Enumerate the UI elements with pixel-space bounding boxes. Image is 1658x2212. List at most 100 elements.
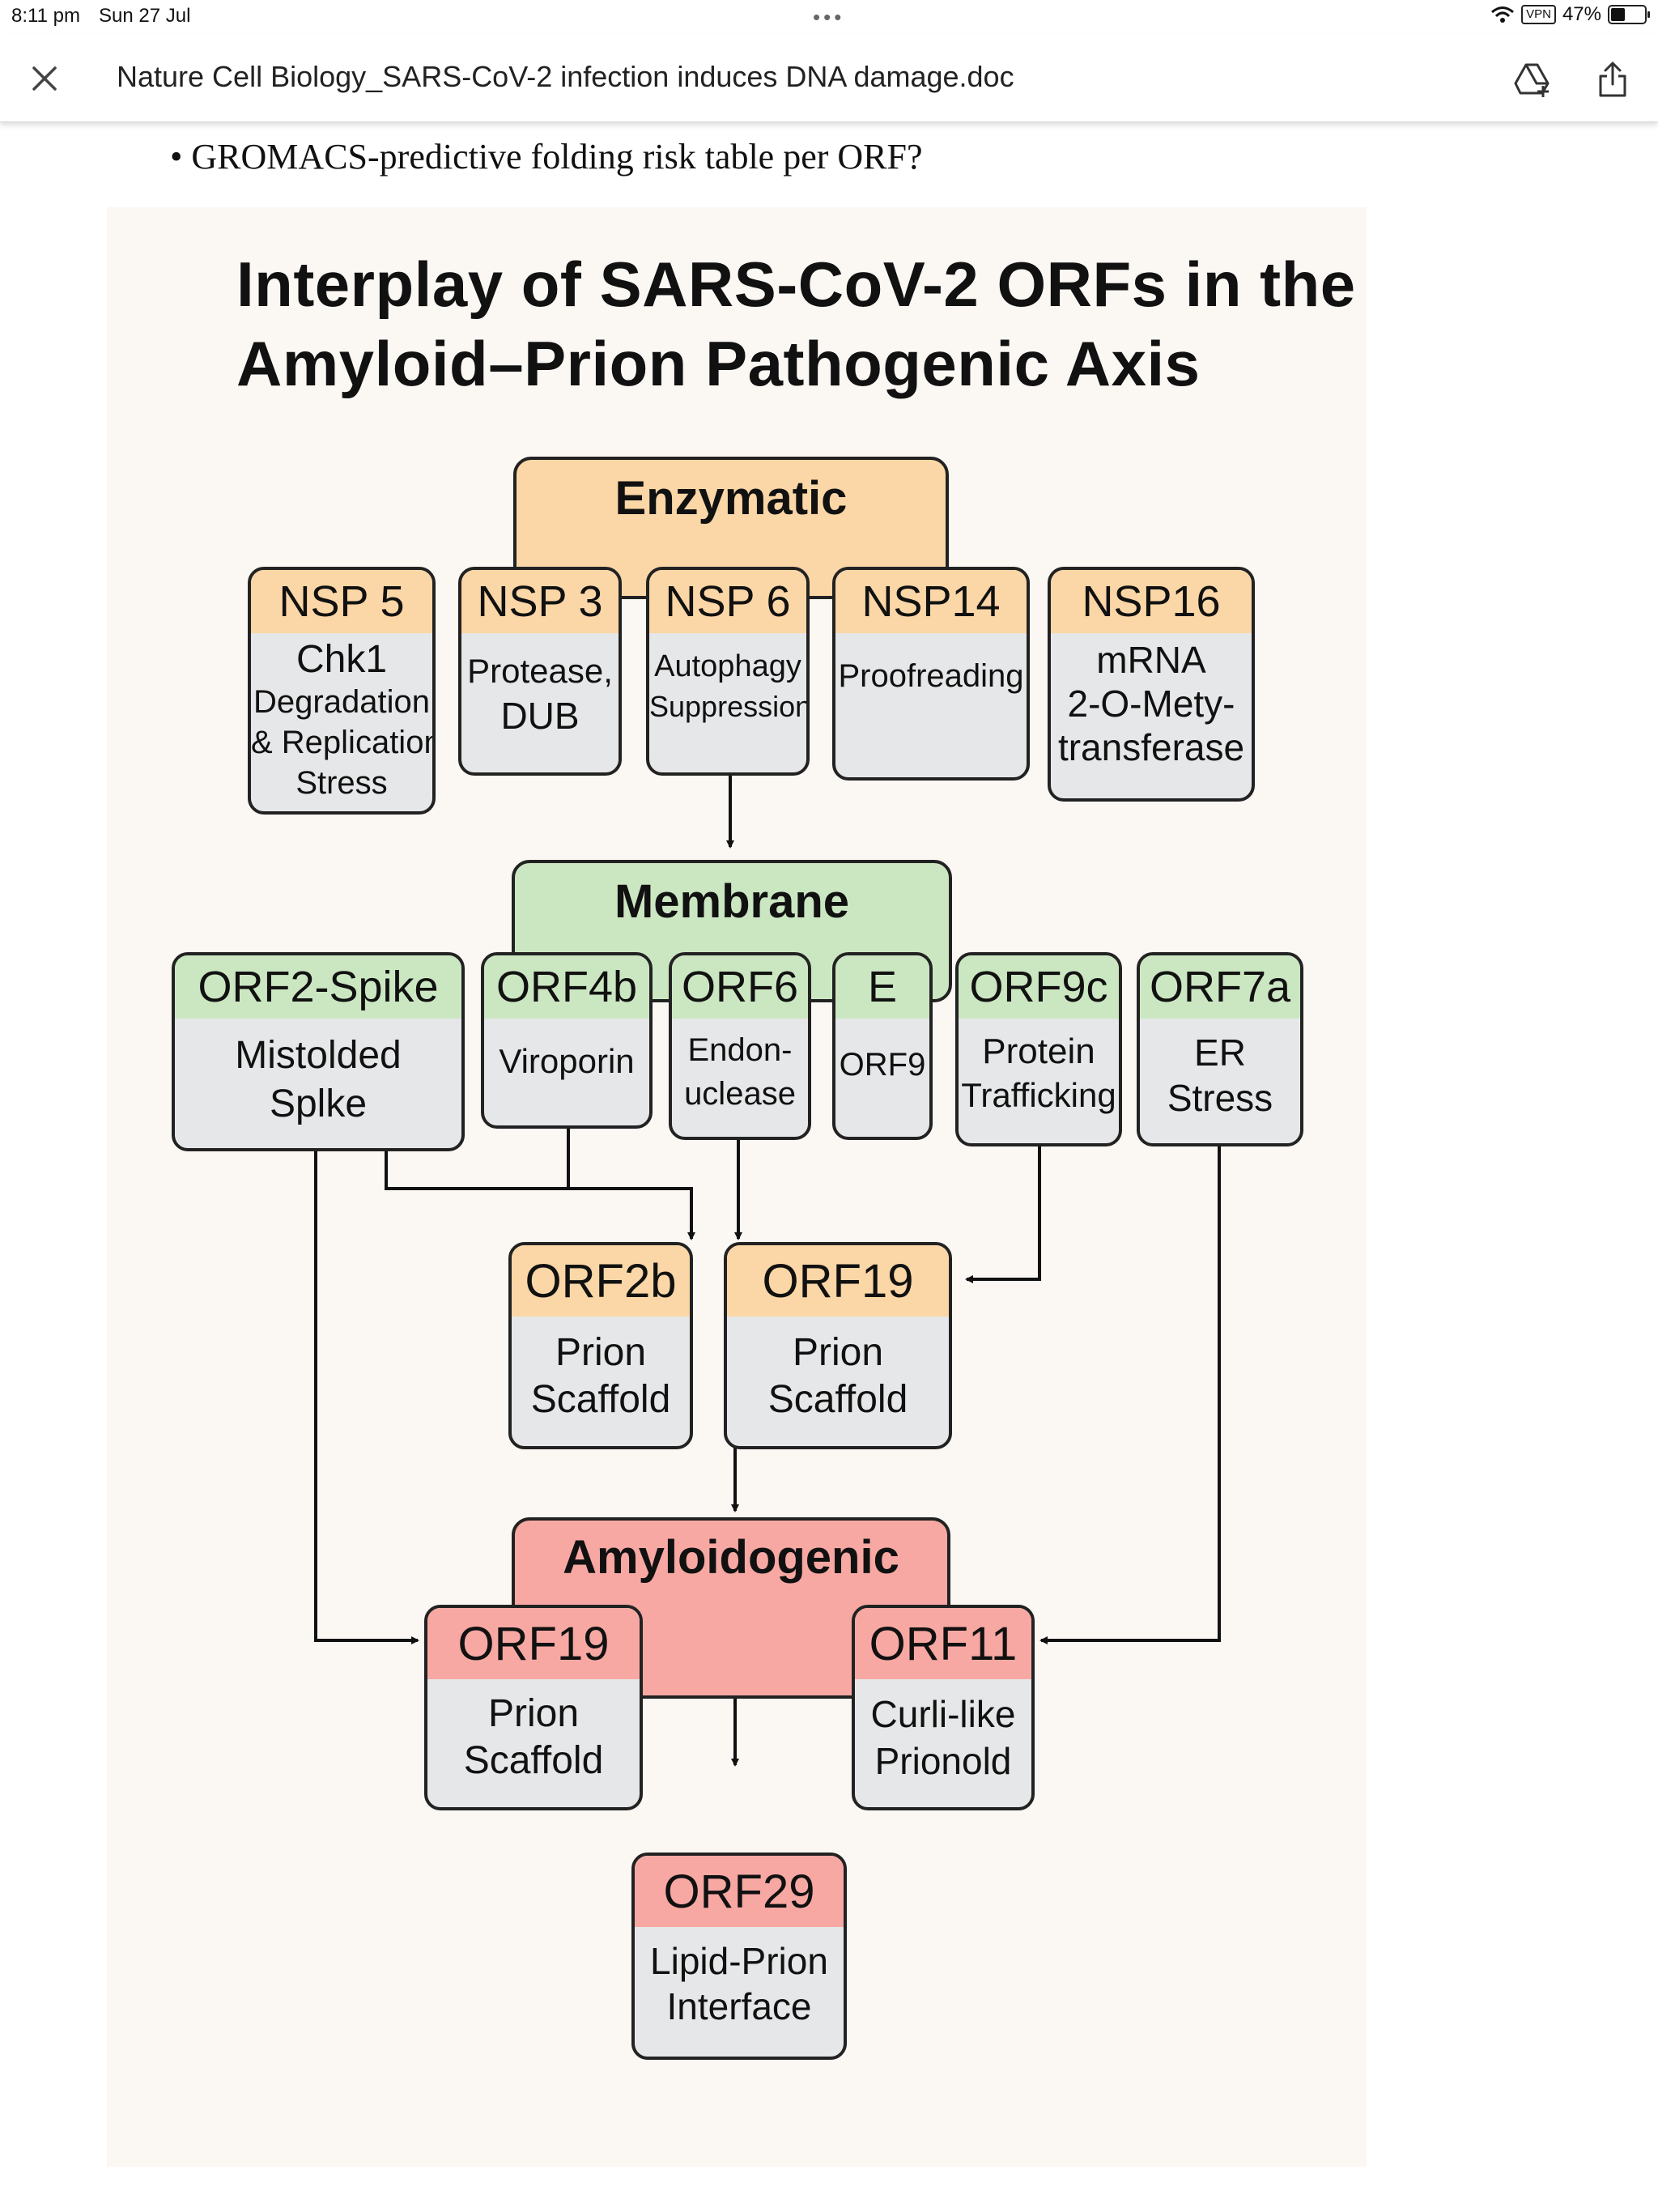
orf2b-line2: Scaffold	[530, 1378, 671, 1421]
status-date: Sun 27 Jul	[99, 5, 191, 27]
battery-icon	[1608, 5, 1650, 24]
card-e-body: ORF9	[835, 1019, 929, 1087]
orf2b-line1: Prion	[555, 1331, 647, 1374]
orf6-line1: Endon-	[687, 1032, 793, 1068]
card-nsp3-body: Protease, DUB	[461, 633, 619, 738]
membrane-group-label: Membrane	[614, 875, 850, 928]
share-icon	[1599, 62, 1626, 97]
orf2-spike-line1: Mistolded	[235, 1034, 402, 1077]
orf19-middle-line2: Scaffold	[767, 1378, 908, 1421]
card-orf19-middle: ORF19 Prion Scaffold	[724, 1242, 952, 1449]
orf2-spike-line2: Splke	[269, 1083, 368, 1125]
orf11-line1: Curli-like	[870, 1693, 1016, 1735]
card-nsp3: NSP 3 Protease, DUB	[458, 567, 622, 776]
connector-arrows	[314, 776, 1221, 1767]
card-orf2b: ORF2b Prion Scaffold	[508, 1242, 693, 1449]
card-orf29: ORF29 Lipid-Prion Interface	[631, 1853, 847, 2060]
card-nsp6-title: NSP 6	[649, 570, 806, 633]
nsp5-line2: Degradation	[253, 684, 430, 720]
card-orf2-spike-title: ORF2-Spike	[175, 955, 461, 1019]
card-nsp6-body: Autophagy Suppression	[649, 633, 806, 727]
close-icon	[32, 66, 57, 91]
nsp14-line1: Proofreading	[838, 658, 1024, 694]
card-nsp16: NSP16 mRNA 2-O-Mety- transferase	[1048, 567, 1255, 802]
card-orf19-middle-title: ORF19	[727, 1245, 949, 1317]
card-nsp5: NSP 5 Chk1 Degradation & Replication Str…	[248, 567, 436, 815]
orf19-amyloid-line2: Scaffold	[463, 1739, 604, 1782]
card-orf11-body: Curli-like Prionold	[855, 1679, 1031, 1784]
card-orf4b-body: Viroporin	[484, 1019, 649, 1083]
card-orf2-spike-body: Mistolded Splke	[175, 1019, 461, 1129]
card-orf29-body: Lipid-Prion Interface	[635, 1927, 844, 2029]
close-button[interactable]	[24, 58, 65, 99]
card-orf6-body: Endon- uclease	[672, 1019, 808, 1116]
card-orf2b-title: ORF2b	[512, 1245, 690, 1317]
orf7a-line1: ER	[1194, 1032, 1246, 1074]
e-line1: ORF9	[839, 1047, 926, 1083]
nsp6-line1: Autophagy	[654, 649, 801, 683]
card-orf29-title: ORF29	[635, 1856, 844, 1927]
figure-title: Interplay of SARS-CoV-2 ORFs in the Amyl…	[236, 245, 1356, 403]
figure-title-line1: Interplay of SARS-CoV-2 ORFs in the	[236, 249, 1356, 320]
card-orf2b-body: Prion Scaffold	[512, 1317, 690, 1423]
nsp5-line4: Stress	[295, 765, 388, 801]
battery-percent: 47%	[1562, 3, 1601, 25]
card-nsp5-body: Chk1 Degradation & Replication Stress	[251, 633, 432, 803]
nsp16-line1: mRNA	[1096, 639, 1206, 681]
orf4b-line1: Viroporin	[499, 1042, 635, 1080]
card-orf9c: ORF9c Protein Trafficking	[955, 952, 1122, 1146]
vpn-badge: VPN	[1521, 5, 1556, 24]
card-nsp14: NSP14 Proofreading	[832, 567, 1030, 781]
nsp16-line2: 2-O-Mety-	[1067, 683, 1235, 725]
card-nsp16-title: NSP16	[1051, 570, 1252, 633]
nsp3-line2: DUB	[500, 695, 580, 737]
card-e: E ORF9	[832, 952, 933, 1140]
amyloidogenic-group-label: Amyloidogenic	[563, 1531, 899, 1584]
document-toolbar: Nature Cell Biology_SARS-CoV-2 infection…	[0, 34, 1658, 122]
card-orf7a: ORF7a ER Stress	[1137, 952, 1303, 1146]
card-orf9c-title: ORF9c	[959, 955, 1119, 1019]
card-nsp5-title: NSP 5	[251, 570, 432, 633]
arrow-orf7a-to-orf11	[1039, 1145, 1221, 1644]
figure-title-line2: Amyloid–Prion Pathogenic Axis	[236, 328, 1201, 399]
document-bullet-item: • GROMACS-predictive folding risk table …	[170, 136, 923, 177]
card-nsp6: NSP 6 Autophagy Suppression	[646, 567, 810, 776]
card-e-title: E	[835, 955, 929, 1019]
nsp6-line2: Suppression	[649, 690, 810, 723]
orf9c-line1: Protein	[982, 1032, 1095, 1071]
card-orf4b-title: ORF4b	[484, 955, 649, 1019]
card-orf2-spike: ORF2-Spike Mistolded Splke	[172, 952, 465, 1151]
card-orf7a-title: ORF7a	[1140, 955, 1300, 1019]
card-orf4b: ORF4b Viroporin	[481, 952, 653, 1129]
multitasking-dots[interactable]: •••	[813, 5, 845, 29]
arrow-spike-to-orf2b	[385, 1150, 695, 1240]
card-orf6: ORF6 Endon- uclease	[669, 952, 811, 1140]
orf9c-line2: Trafficking	[961, 1076, 1116, 1114]
card-orf19-amyloid-body: Prion Scaffold	[427, 1679, 640, 1784]
bullet-text: GROMACS-predictive folding risk table pe…	[191, 137, 923, 177]
card-orf6-title: ORF6	[672, 955, 808, 1019]
orf7a-line2: Stress	[1167, 1077, 1273, 1119]
orf11-line2: Prionold	[874, 1740, 1012, 1782]
card-orf19-middle-body: Prion Scaffold	[727, 1317, 949, 1423]
nsp5-line1: Chk1	[295, 638, 388, 681]
share-button[interactable]	[1590, 57, 1635, 102]
card-orf11-title: ORF11	[855, 1608, 1031, 1679]
nsp16-line3: transferase	[1057, 726, 1245, 768]
orf6-line2: uclease	[684, 1076, 796, 1112]
wifi-icon	[1491, 6, 1515, 23]
bullet-glyph: •	[170, 137, 183, 177]
card-nsp14-title: NSP14	[835, 570, 1027, 633]
battery-fill	[1611, 8, 1625, 21]
orf29-line2: Interface	[666, 1985, 812, 2027]
card-nsp3-title: NSP 3	[461, 570, 619, 633]
card-nsp16-body: mRNA 2-O-Mety- transferase	[1051, 633, 1252, 769]
arrow-orf9c-to-orf19	[965, 1145, 1041, 1283]
card-orf19-amyloid: ORF19 Prion Scaffold	[424, 1605, 643, 1810]
orf29-line1: Lipid-Prion	[650, 1940, 828, 1982]
status-time: 8:11 pm	[11, 5, 80, 27]
document-title: Nature Cell Biology_SARS-CoV-2 infection…	[117, 60, 1014, 93]
add-to-drive-button[interactable]	[1511, 57, 1556, 102]
arrow-spike-to-orf19	[314, 1150, 419, 1644]
nsp3-line1: Protease,	[467, 652, 613, 690]
